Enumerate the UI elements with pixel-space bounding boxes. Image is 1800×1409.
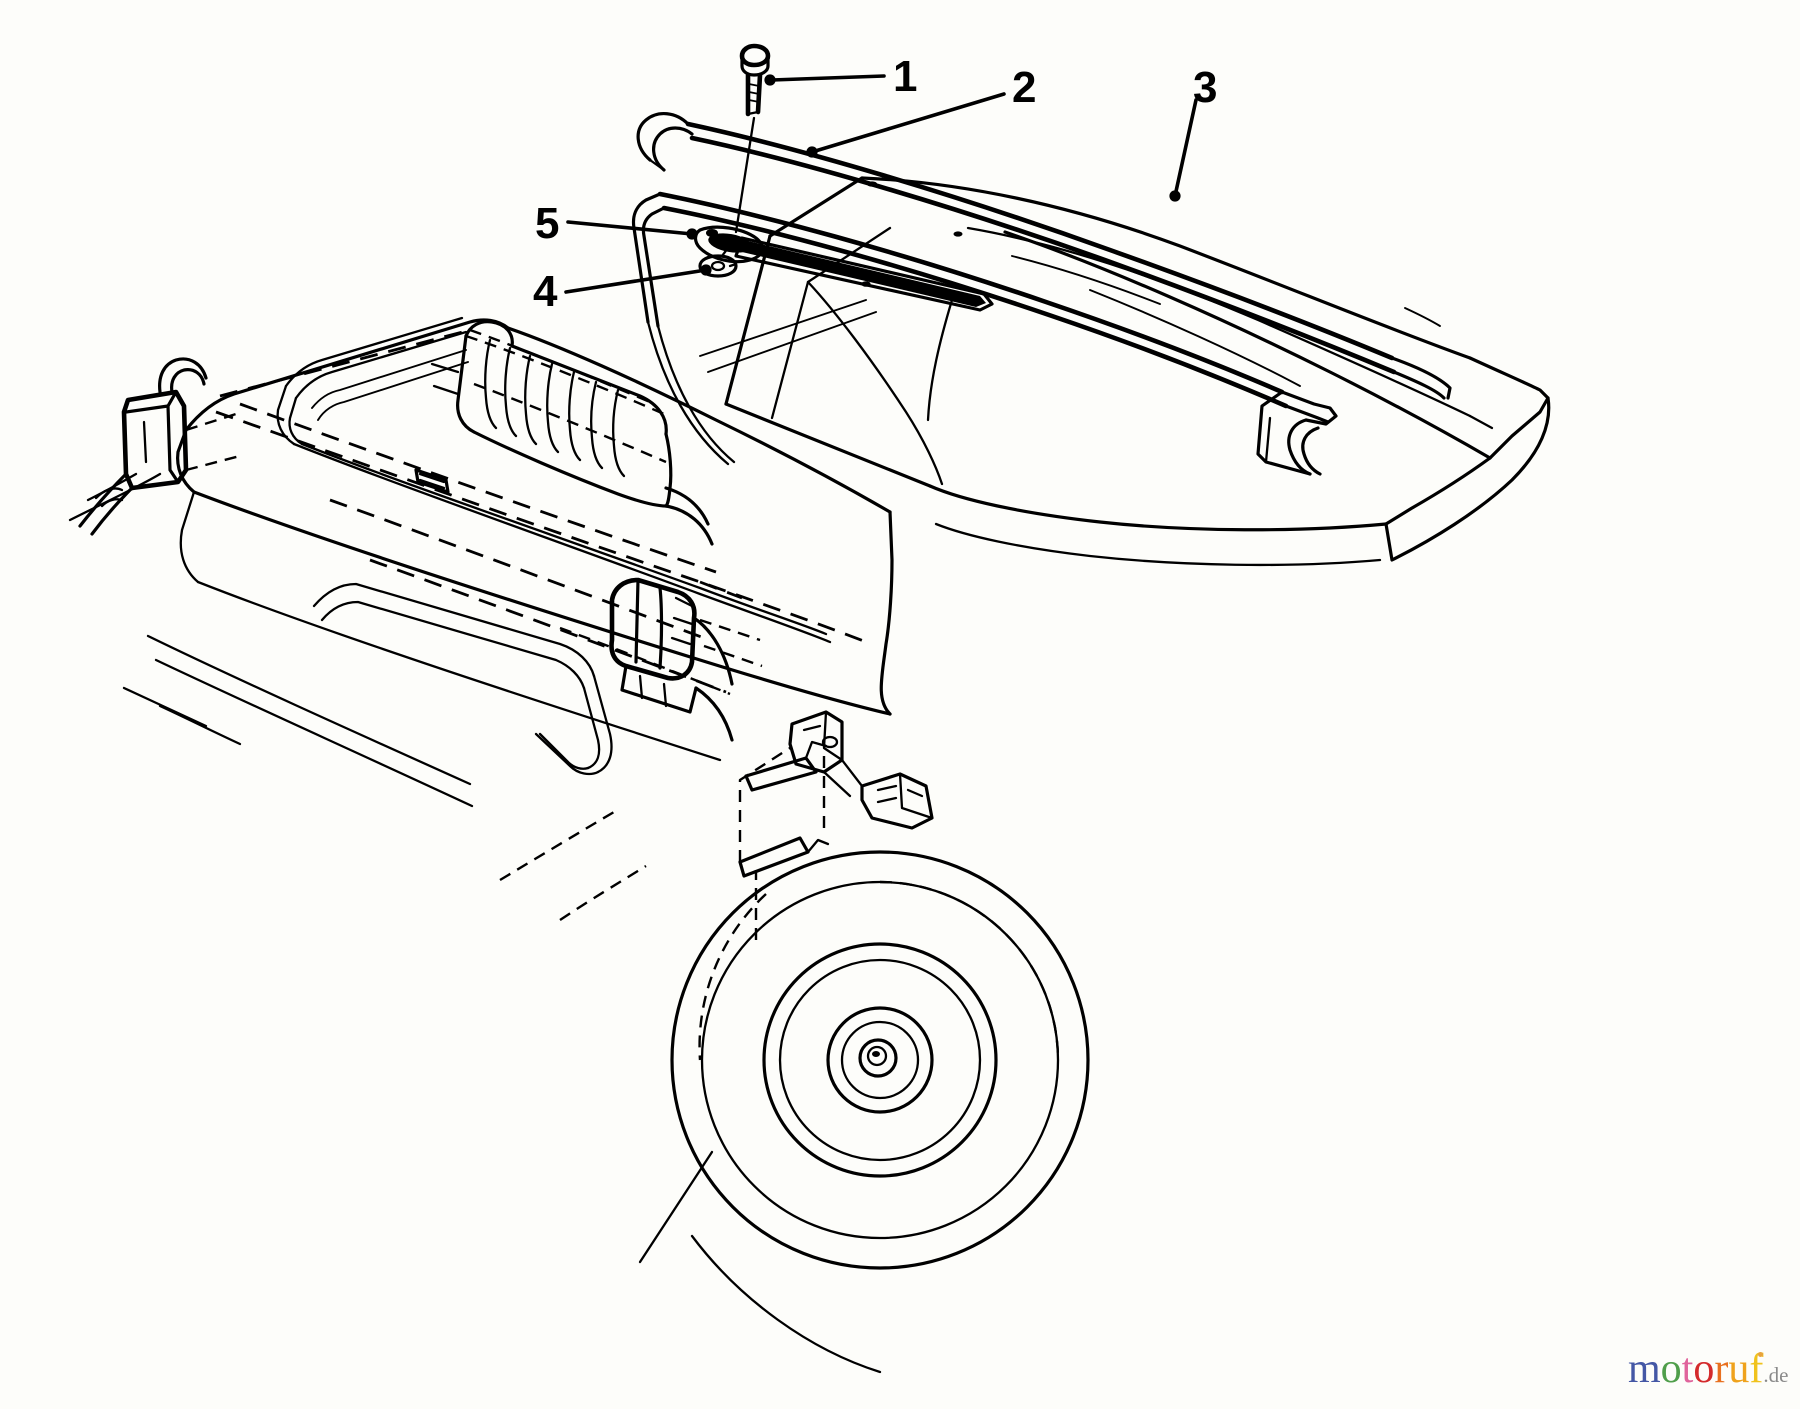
callout-number-1: 1 bbox=[893, 52, 918, 101]
front-caster-wheel bbox=[638, 850, 1090, 1374]
deck-mounting-bracket-left bbox=[78, 357, 241, 536]
deck-mounting-bracket-right bbox=[609, 577, 763, 742]
watermark-letter-m: m bbox=[1628, 1346, 1661, 1392]
site-watermark: motoruf.de bbox=[1628, 1348, 1788, 1390]
watermark-letter-o2: o bbox=[1693, 1346, 1715, 1392]
handle-grip-bar bbox=[430, 320, 714, 546]
watermark-tld: .de bbox=[1763, 1363, 1789, 1387]
watermark-letter-r: r bbox=[1714, 1346, 1729, 1392]
pivot-rod-pin bbox=[706, 229, 718, 237]
watermark-letter-t: t bbox=[1681, 1346, 1694, 1392]
callout-number-4: 4 bbox=[533, 267, 558, 316]
callout-number-3: 3 bbox=[1193, 63, 1218, 112]
callout-number-2: 2 bbox=[1012, 63, 1037, 112]
mower-deck-housing bbox=[68, 316, 894, 921]
callout-number-5: 5 bbox=[535, 199, 560, 248]
watermark-letter-u: u bbox=[1728, 1346, 1750, 1392]
watermark-letter-f: f bbox=[1749, 1346, 1764, 1392]
watermark-letter-o1: o bbox=[1660, 1346, 1682, 1392]
wheel-height-adjuster bbox=[738, 710, 934, 940]
callout-leaders bbox=[564, 74, 1198, 294]
hex-head-bolt bbox=[734, 43, 771, 234]
watermark-accent-dot bbox=[1758, 1352, 1763, 1357]
lock-nut-washer bbox=[698, 246, 738, 278]
